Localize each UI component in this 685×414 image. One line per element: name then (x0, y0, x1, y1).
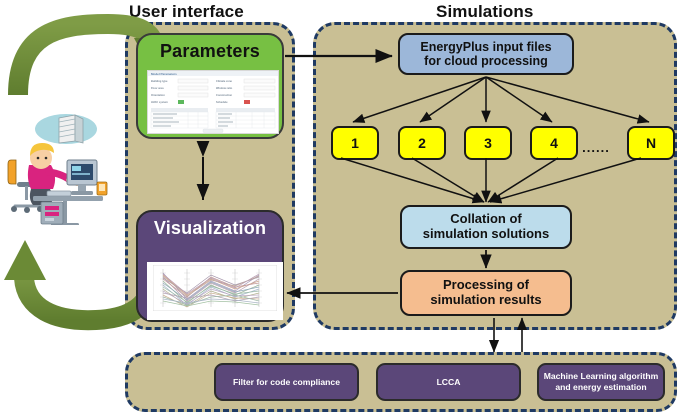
svg-text:Window ratio: Window ratio (216, 86, 233, 90)
svg-text:Floor area: Floor area (151, 86, 164, 90)
sim-instance-4[interactable]: 4 (530, 126, 578, 160)
energyplus-input-files-box[interactable]: EnergyPlus input files for cloud process… (398, 33, 574, 75)
parallel-coordinates-thumbnail (147, 262, 283, 320)
filter-code-compliance-label: Filter for code compliance (233, 376, 340, 387)
lcca-box[interactable]: LCCA (376, 363, 521, 401)
svg-text:Orientation: Orientation (151, 93, 165, 97)
parameters-title: Parameters (159, 41, 261, 61)
energyplus-input-files-label: EnergyPlus input files for cloud process… (420, 39, 552, 68)
lcca-label: LCCA (436, 376, 461, 387)
filter-code-compliance-box[interactable]: Filter for code compliance (214, 363, 359, 401)
svg-text:Model Parameters: Model Parameters (151, 72, 177, 76)
svg-text:HVAC system: HVAC system (151, 100, 169, 104)
svg-text:Construction: Construction (216, 93, 233, 97)
heading-simulations: Simulations (436, 2, 534, 21)
machine-learning-box[interactable]: Machine Learning algorithm and energy es… (537, 363, 665, 401)
sim-instance-2[interactable]: 2 (398, 126, 446, 160)
collation-box[interactable]: Collation of simulation solutions (400, 205, 572, 249)
processing-box[interactable]: Processing of simulation results (400, 270, 572, 316)
svg-text:Climate zone: Climate zone (216, 79, 233, 83)
visualization-title: Visualization (153, 218, 267, 238)
heading-user-interface: User interface (129, 2, 244, 21)
sim-instance-n[interactable]: N (627, 126, 675, 160)
sim-instance-1[interactable]: 1 (331, 126, 379, 160)
collation-label: Collation of simulation solutions (422, 211, 550, 241)
parameters-card[interactable]: Parameters Model Parameters Building typ… (136, 33, 284, 139)
svg-text:Building type: Building type (151, 79, 168, 83)
machine-learning-label: Machine Learning algorithm and energy es… (543, 371, 659, 392)
visualization-card[interactable]: Visualization (136, 210, 284, 322)
processing-label: Processing of simulation results (430, 277, 542, 307)
sim-instance-3[interactable]: 3 (464, 126, 512, 160)
svg-text:Schedule: Schedule (216, 100, 228, 104)
sim-instances-ellipsis: ...... (582, 140, 610, 155)
person-at-computer-icon (7, 114, 108, 225)
